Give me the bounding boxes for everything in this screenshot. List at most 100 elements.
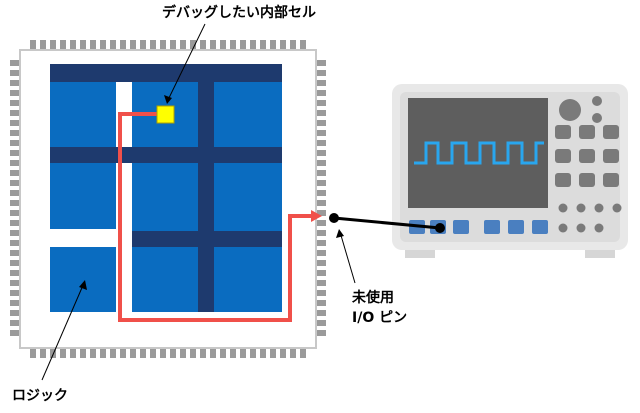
chip-pin (10, 90, 20, 96)
chip-pin (200, 40, 206, 50)
chip-pin (40, 348, 46, 358)
logic-label: ロジック (12, 388, 68, 404)
chip-pin (90, 40, 96, 50)
chip-pin (316, 140, 326, 146)
chip-pin (270, 40, 276, 50)
chip-pin (70, 348, 76, 358)
chip-pin (180, 40, 186, 50)
chip-pin (316, 180, 326, 186)
chip-pin (316, 100, 326, 106)
chip-pin (10, 330, 20, 336)
chip-pin (180, 348, 186, 358)
scope-key (579, 125, 595, 139)
chip-pin (316, 290, 326, 296)
logic-block (50, 163, 116, 229)
chip-pin (10, 60, 20, 66)
scope-button-small (558, 203, 568, 213)
scope-foot (585, 248, 615, 258)
logic-block (132, 247, 198, 312)
chip-pin (230, 40, 236, 50)
chip-pin (10, 290, 20, 296)
fpga-chip-icon (10, 40, 326, 358)
chip-pin (270, 348, 276, 358)
chip-pin (110, 40, 116, 50)
chip-pin (316, 250, 326, 256)
chip-pin (10, 270, 20, 276)
chip-pin (290, 40, 296, 50)
chip-pin (300, 348, 306, 358)
probe-tip (329, 213, 339, 223)
chip-pin (10, 80, 20, 86)
scope-keypad (555, 125, 622, 233)
oscilloscope-icon (392, 84, 628, 258)
chip-pin (10, 130, 20, 136)
chip-pin (250, 40, 256, 50)
chip-pin (190, 348, 196, 358)
chip-pin (210, 40, 216, 50)
chip-pin (316, 240, 326, 246)
scope-input-jack (453, 220, 469, 234)
chip-pin (316, 230, 326, 236)
scope-screen (408, 98, 548, 208)
callout-lines (41, 23, 356, 381)
logic-block (132, 163, 198, 231)
chip-pin (316, 110, 326, 116)
chip-pin (220, 40, 226, 50)
chip-pin (10, 320, 20, 326)
unused-pin-label-line1: 未使用 (352, 289, 394, 306)
chip-pin (316, 150, 326, 156)
chip-pin (10, 200, 20, 206)
chip-pin (10, 310, 20, 316)
chip-pin (10, 230, 20, 236)
chip-pin (230, 348, 236, 358)
chip-pin (316, 120, 326, 126)
chip-pin (10, 120, 20, 126)
logic-block (214, 82, 282, 147)
chip-pin (10, 220, 20, 226)
scope-input-jack (508, 220, 524, 234)
chip-pin (10, 140, 20, 146)
probe-route-arrowhead (311, 210, 322, 222)
scope-key (579, 173, 595, 187)
chip-pin (50, 40, 56, 50)
scope-waveform (414, 141, 544, 165)
routing-channels (50, 64, 282, 312)
chip-pin (160, 348, 166, 358)
chip-pin (10, 280, 20, 286)
scope-input-jack (484, 220, 500, 234)
scope-button-small (594, 203, 604, 213)
logic-block (50, 82, 116, 147)
chip-pin (300, 40, 306, 50)
scope-key (579, 149, 595, 163)
chip-pin (260, 40, 266, 50)
logic-block (214, 247, 282, 312)
chip-pin (316, 330, 326, 336)
chip-pin (316, 260, 326, 266)
probe-connector (435, 223, 445, 233)
chip-pin (316, 130, 326, 136)
chip-pin (140, 348, 146, 358)
logic-block (50, 247, 116, 312)
chip-pin (316, 190, 326, 196)
chip-pin (316, 320, 326, 326)
chip-pin (170, 40, 176, 50)
chip-pin (160, 40, 166, 50)
chip-pin (316, 270, 326, 276)
chip-pin (10, 240, 20, 246)
scope-knob-small (592, 96, 602, 106)
logic-blocks (50, 82, 282, 312)
chip-pin (210, 348, 216, 358)
chip-pin (316, 160, 326, 166)
chip-pin (130, 40, 136, 50)
chip-pin (10, 250, 20, 256)
chip-pins (10, 40, 326, 358)
chip-pin (30, 348, 36, 358)
chip-pin (316, 90, 326, 96)
chip-pin (50, 348, 56, 358)
chip-pin (316, 210, 326, 216)
chip-pin (120, 40, 126, 50)
debug-cell-label: デバッグしたい内部セル (162, 4, 316, 21)
chip-pin (30, 40, 36, 50)
chip-pin (40, 40, 46, 50)
chip-pin (90, 348, 96, 358)
